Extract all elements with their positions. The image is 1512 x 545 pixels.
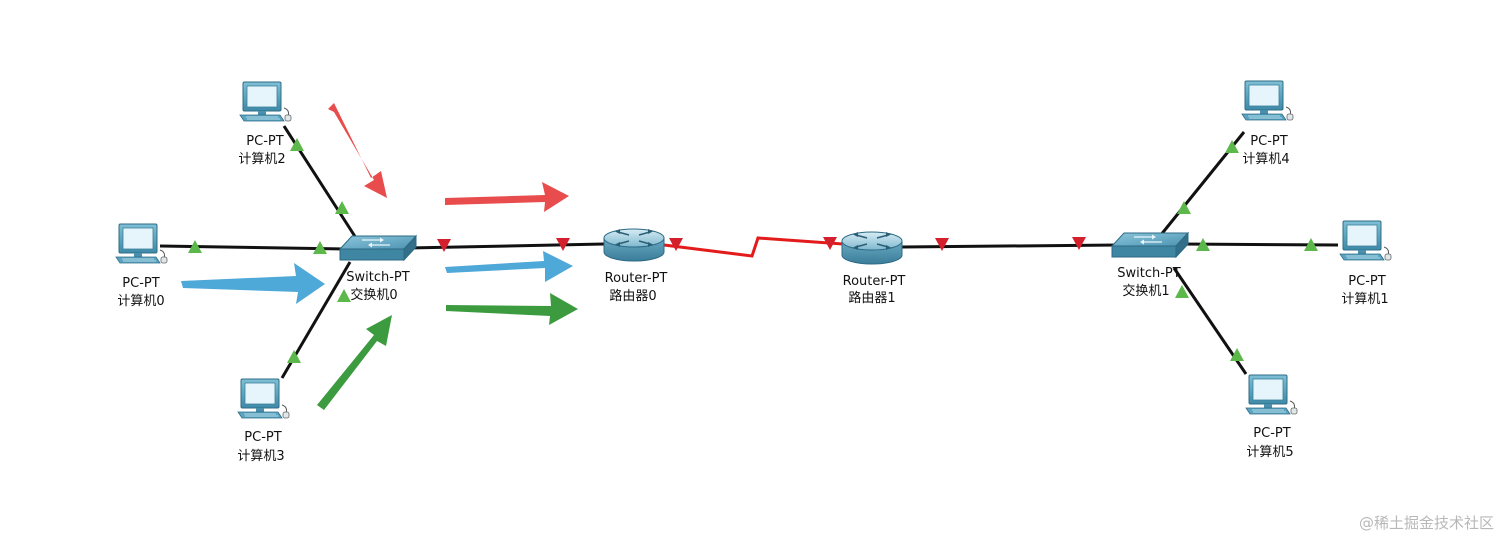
red-arrow-icon <box>445 182 569 212</box>
pc-icon <box>239 81 292 122</box>
red-arrow-icon <box>328 103 387 198</box>
pc3-name-label: 计算机3 <box>237 449 284 464</box>
link-r1-sw1 <box>901 243 1119 249</box>
r0-type-label: Router-PT <box>605 271 668 286</box>
sw0-name-label: 交换机0 <box>350 287 397 303</box>
pc-icon <box>1245 374 1298 415</box>
pc2-type-label: PC-PT <box>246 134 283 149</box>
pc0-type-label: PC-PT <box>122 276 159 291</box>
device-sw0[interactable]: Switch-PT 交换机0 <box>339 235 417 303</box>
port-down-indicator <box>669 238 683 251</box>
port-up-indicator <box>1177 201 1191 214</box>
link-pc0-sw0 <box>159 244 347 251</box>
device-pc3[interactable]: PC-PT 计算机3 <box>237 378 290 464</box>
watermark-text: @稀土掘金技术社区 <box>1358 514 1494 532</box>
pc4-type-label: PC-PT <box>1250 134 1287 149</box>
port-up-indicator <box>1175 285 1189 298</box>
pc-icon <box>237 378 290 419</box>
port-down-indicator <box>1072 237 1086 250</box>
port-up-indicator <box>1304 238 1318 251</box>
port-up-indicator <box>1225 140 1239 153</box>
port-down-indicator <box>556 238 570 251</box>
port-down-indicator <box>935 238 949 251</box>
pc3-type-label: PC-PT <box>244 430 281 445</box>
pc0-name-label: 计算机0 <box>117 294 164 309</box>
device-pc0[interactable]: PC-PT 计算机0 <box>115 223 168 309</box>
pc-icon <box>115 223 168 264</box>
blue-arrow-icon <box>445 251 573 282</box>
port-up-indicator <box>335 201 349 214</box>
port-up-indicator <box>1196 238 1210 251</box>
device-r1[interactable]: Router-PT 路由器1 <box>841 231 906 306</box>
pc1-type-label: PC-PT <box>1348 274 1385 289</box>
switch-icon <box>1111 232 1189 258</box>
port-down-indicator <box>437 239 451 252</box>
green-arrow-icon <box>317 315 392 410</box>
sw1-type-label: Switch-PT <box>1117 266 1181 281</box>
sw0-type-label: Switch-PT <box>346 270 410 285</box>
port-up-indicator <box>1230 348 1244 361</box>
pc4-name-label: 计算机4 <box>1242 152 1289 167</box>
pc5-type-label: PC-PT <box>1253 426 1290 441</box>
pc-icon <box>1241 80 1294 121</box>
pc5-name-label: 计算机5 <box>1246 445 1293 460</box>
port-down-indicator <box>823 237 837 250</box>
flow-arrows <box>181 103 578 410</box>
link-sw0-r0 <box>407 242 605 250</box>
pc2-name-label: 计算机2 <box>238 152 285 167</box>
r0-name-label: 路由器0 <box>609 288 656 304</box>
port-up-indicator <box>188 240 202 253</box>
device-sw1[interactable]: Switch-PT 交换机1 <box>1111 232 1189 299</box>
port-up-indicator <box>287 350 301 363</box>
sw1-name-label: 交换机1 <box>1122 283 1169 299</box>
port-up-indicator <box>313 241 327 254</box>
device-r0[interactable]: Router-PT 路由器0 <box>603 228 668 304</box>
router-icon <box>841 231 903 265</box>
port-indicators <box>188 138 1318 363</box>
pc1-name-label: 计算机1 <box>1341 292 1388 307</box>
pc-icon <box>1339 220 1392 261</box>
device-pc1[interactable]: PC-PT 计算机1 <box>1339 220 1392 307</box>
blue-arrow-icon <box>181 263 325 304</box>
port-up-indicator <box>337 289 351 302</box>
port-up-indicator <box>290 138 304 151</box>
device-pc5[interactable]: PC-PT 计算机5 <box>1245 374 1298 460</box>
device-pc4[interactable]: PC-PT 计算机4 <box>1241 80 1294 167</box>
device-pc2[interactable]: PC-PT 计算机2 <box>238 81 292 167</box>
green-arrow-icon <box>446 293 578 325</box>
r1-name-label: 路由器1 <box>848 290 895 306</box>
router-icon <box>603 228 665 262</box>
switch-icon <box>339 235 417 261</box>
link-r0-r1-serial <box>663 236 844 258</box>
r1-type-label: Router-PT <box>843 274 906 289</box>
